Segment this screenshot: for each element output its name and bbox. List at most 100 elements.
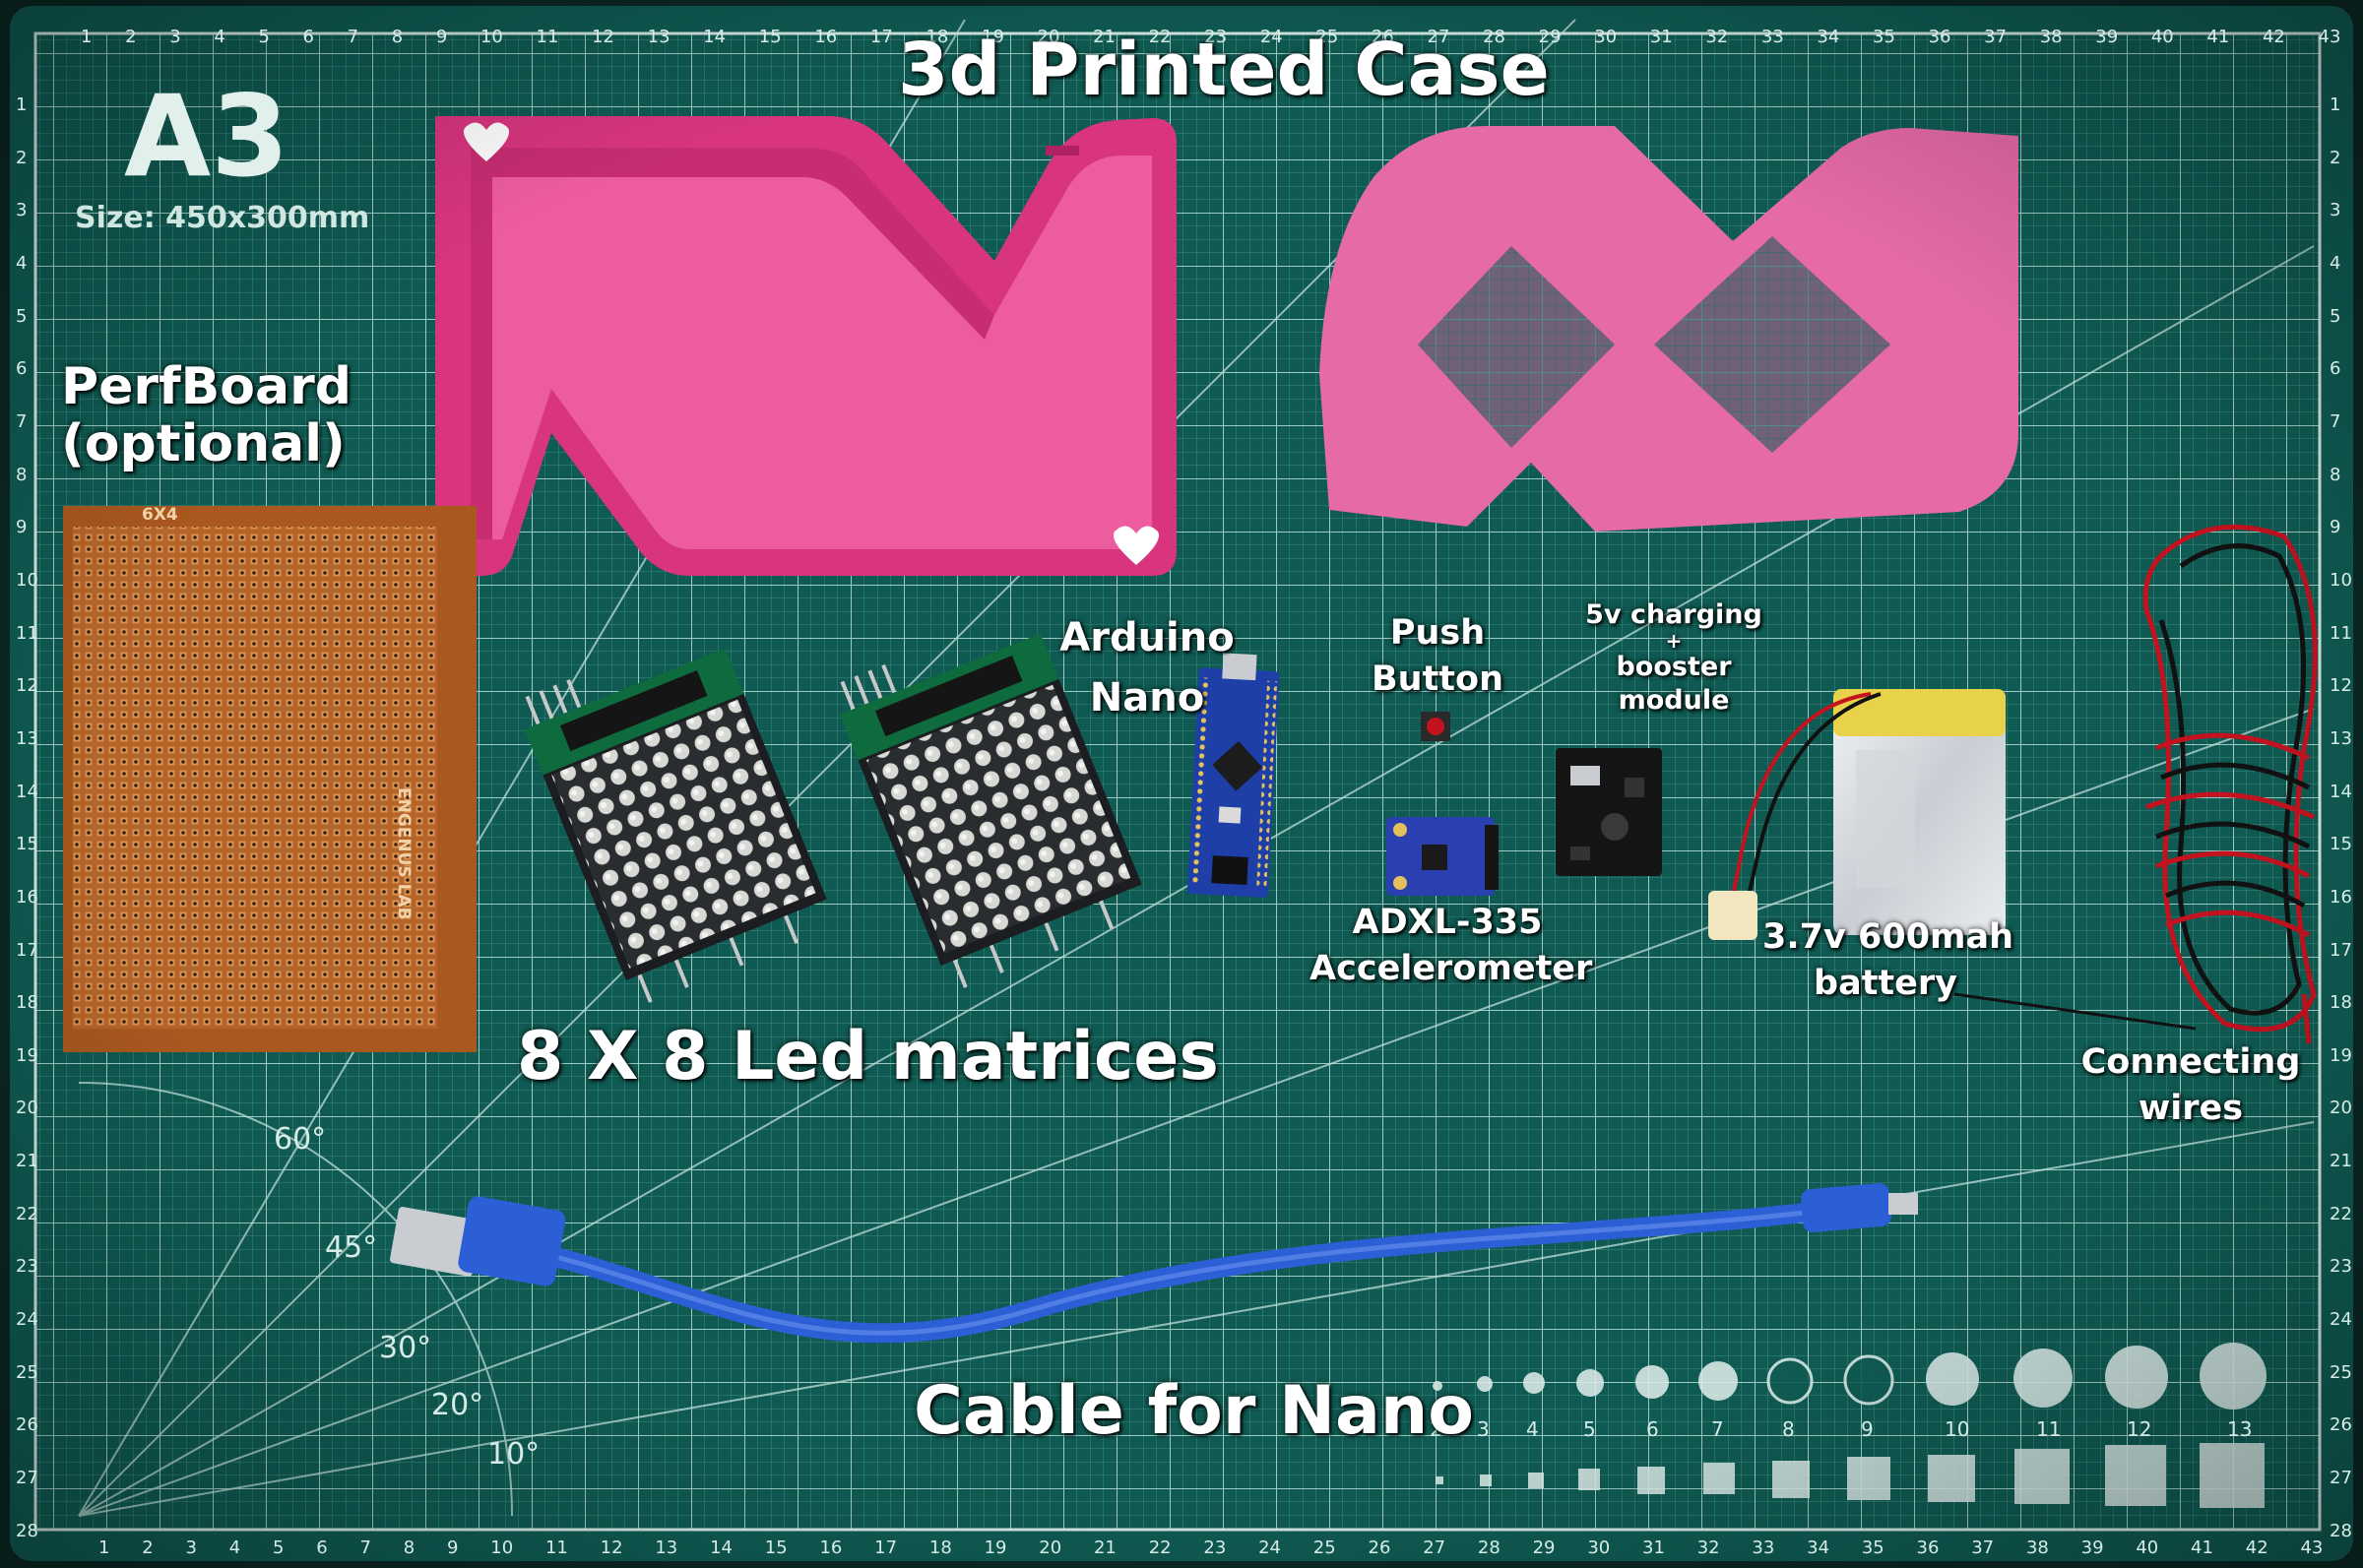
top-ruler-num-36: 36 bbox=[1928, 27, 1951, 47]
bottom-ruler-num-17: 17 bbox=[874, 1537, 898, 1558]
bottom-ruler-num-18: 18 bbox=[928, 1537, 952, 1558]
right-ruler-num-20: 20 bbox=[2330, 1098, 2352, 1119]
top-ruler-num-22: 22 bbox=[1148, 27, 1172, 47]
bottom-ruler-num-14: 14 bbox=[710, 1537, 733, 1558]
right-ruler-num-22: 22 bbox=[2330, 1203, 2352, 1224]
bottom-ruler-num-36: 36 bbox=[1916, 1537, 1940, 1558]
right-ruler-num-12: 12 bbox=[2330, 675, 2352, 697]
angle-10: 10° bbox=[487, 1437, 541, 1472]
top-ruler-num-17: 17 bbox=[869, 27, 893, 47]
right-ruler-num-6: 6 bbox=[2330, 358, 2341, 380]
bottom-ruler-num-5: 5 bbox=[273, 1537, 285, 1558]
bottom-ruler-num-1: 1 bbox=[98, 1537, 110, 1558]
top-ruler-num-20: 20 bbox=[1037, 27, 1060, 47]
bottom-ruler-num-30: 30 bbox=[1587, 1537, 1611, 1558]
angle-30: 30° bbox=[379, 1331, 432, 1365]
bottom-ruler-num-32: 32 bbox=[1696, 1537, 1720, 1558]
top-ruler-num-21: 21 bbox=[1093, 27, 1117, 47]
bottom-ruler-num-11: 11 bbox=[544, 1537, 568, 1558]
top-ruler-num-27: 27 bbox=[1427, 27, 1450, 47]
circle-template-num-3: 3 bbox=[1477, 1417, 1490, 1441]
bottom-ruler-num-42: 42 bbox=[2245, 1537, 2268, 1558]
right-ruler-num-2: 2 bbox=[2330, 147, 2341, 168]
bottom-ruler-num-16: 16 bbox=[819, 1537, 843, 1558]
label-led-matrices: 8 X 8 Led matrices bbox=[517, 1018, 1219, 1096]
top-ruler-num-12: 12 bbox=[592, 27, 615, 47]
label-battery-line1: 3.7v 600mah bbox=[1762, 917, 2014, 957]
left-ruler-num-3: 3 bbox=[16, 200, 28, 221]
bottom-ruler-num-27: 27 bbox=[1423, 1537, 1446, 1558]
circle-template-num-13: 13 bbox=[2227, 1417, 2253, 1441]
left-ruler-num-22: 22 bbox=[16, 1203, 38, 1224]
top-ruler-num-9: 9 bbox=[435, 27, 448, 47]
label-adxl-line1: ADXL-335 bbox=[1352, 903, 1543, 942]
label-battery-line2: battery bbox=[1814, 964, 1957, 1004]
angle-20: 20° bbox=[431, 1388, 484, 1422]
bottom-ruler-num-20: 20 bbox=[1039, 1537, 1062, 1558]
left-ruler-num-20: 20 bbox=[16, 1098, 38, 1119]
label-perfboard: PerfBoard (optional) bbox=[61, 357, 351, 473]
right-ruler-num-11: 11 bbox=[2330, 622, 2352, 644]
right-ruler-num-27: 27 bbox=[2330, 1468, 2352, 1489]
right-ruler-num-3: 3 bbox=[2330, 200, 2341, 221]
label-connecting-wires: Connecting wires bbox=[2077, 1042, 2304, 1128]
mat-size-name: A3 bbox=[124, 71, 289, 202]
top-ruler-num-41: 41 bbox=[2206, 27, 2230, 47]
left-ruler-num-25: 25 bbox=[16, 1361, 38, 1383]
circle-template-num-2: 2 bbox=[1430, 1417, 1442, 1441]
bottom-ruler-num-19: 19 bbox=[984, 1537, 1007, 1558]
top-ruler-num-30: 30 bbox=[1594, 27, 1618, 47]
label-charging-line4: module bbox=[1618, 684, 1730, 716]
perfboard-brand: ENGENUS LAB bbox=[394, 787, 414, 920]
top-ruler-num-19: 19 bbox=[982, 27, 1004, 47]
right-ruler-num-21: 21 bbox=[2330, 1151, 2352, 1172]
bottom-ruler-num-9: 9 bbox=[447, 1537, 459, 1558]
left-ruler-num-27: 27 bbox=[16, 1468, 38, 1489]
top-ruler-num-39: 39 bbox=[2095, 27, 2119, 47]
label-push-button: Push Button bbox=[1369, 613, 1506, 699]
bottom-ruler-num-37: 37 bbox=[1971, 1537, 1995, 1558]
label-wires-line1: Connecting bbox=[2080, 1042, 2301, 1082]
label-cable-for-nano: Cable for Nano bbox=[914, 1372, 1475, 1450]
left-ruler-num-14: 14 bbox=[16, 781, 38, 802]
right-ruler-num-28: 28 bbox=[2330, 1520, 2352, 1541]
right-ruler-num-18: 18 bbox=[2330, 992, 2352, 1014]
label-arduino-line1: Arduino bbox=[1059, 615, 1235, 660]
top-ruler-num-37: 37 bbox=[1984, 27, 2008, 47]
left-ruler-num-10: 10 bbox=[16, 569, 38, 591]
circle-template-num-11: 11 bbox=[2036, 1417, 2062, 1441]
bottom-ruler-num-4: 4 bbox=[228, 1537, 241, 1558]
top-ruler-num-4: 4 bbox=[214, 27, 225, 47]
left-ruler-num-9: 9 bbox=[16, 517, 28, 538]
bottom-ruler-num-13: 13 bbox=[655, 1537, 678, 1558]
mat-size-text: Size: 450x300mm bbox=[75, 201, 370, 235]
top-ruler-num-1: 1 bbox=[81, 27, 93, 47]
right-ruler-num-7: 7 bbox=[2330, 410, 2341, 432]
right-ruler-num-13: 13 bbox=[2330, 727, 2352, 749]
bottom-ruler-num-38: 38 bbox=[2025, 1537, 2049, 1558]
label-arduino-line2: Nano bbox=[1089, 674, 1205, 721]
bottom-ruler-num-15: 15 bbox=[764, 1537, 788, 1558]
right-ruler-num-8: 8 bbox=[2330, 464, 2341, 485]
bottom-ruler-num-29: 29 bbox=[1532, 1537, 1556, 1558]
top-ruler-num-26: 26 bbox=[1371, 27, 1394, 47]
left-ruler-num-18: 18 bbox=[16, 992, 38, 1014]
circle-template-num-12: 12 bbox=[2127, 1417, 2152, 1441]
top-ruler-num-28: 28 bbox=[1483, 27, 1506, 47]
top-ruler-num-40: 40 bbox=[2150, 27, 2174, 47]
top-ruler-num-38: 38 bbox=[2039, 27, 2063, 47]
top-ruler-num-10: 10 bbox=[479, 27, 503, 47]
bottom-ruler-num-12: 12 bbox=[600, 1537, 623, 1558]
left-ruler-num-5: 5 bbox=[16, 305, 28, 327]
top-ruler-num-42: 42 bbox=[2262, 27, 2285, 47]
right-ruler-num-10: 10 bbox=[2330, 569, 2352, 591]
circle-template-num-5: 5 bbox=[1583, 1417, 1596, 1441]
bottom-ruler-num-35: 35 bbox=[1861, 1537, 1884, 1558]
label-perfboard-line1: PerfBoard bbox=[61, 357, 351, 416]
top-ruler-num-7: 7 bbox=[347, 27, 359, 47]
bottom-ruler-num-34: 34 bbox=[1807, 1537, 1830, 1558]
label-charging-line1: 5v charging bbox=[1585, 599, 1762, 630]
top-ruler-num-2: 2 bbox=[125, 27, 137, 47]
